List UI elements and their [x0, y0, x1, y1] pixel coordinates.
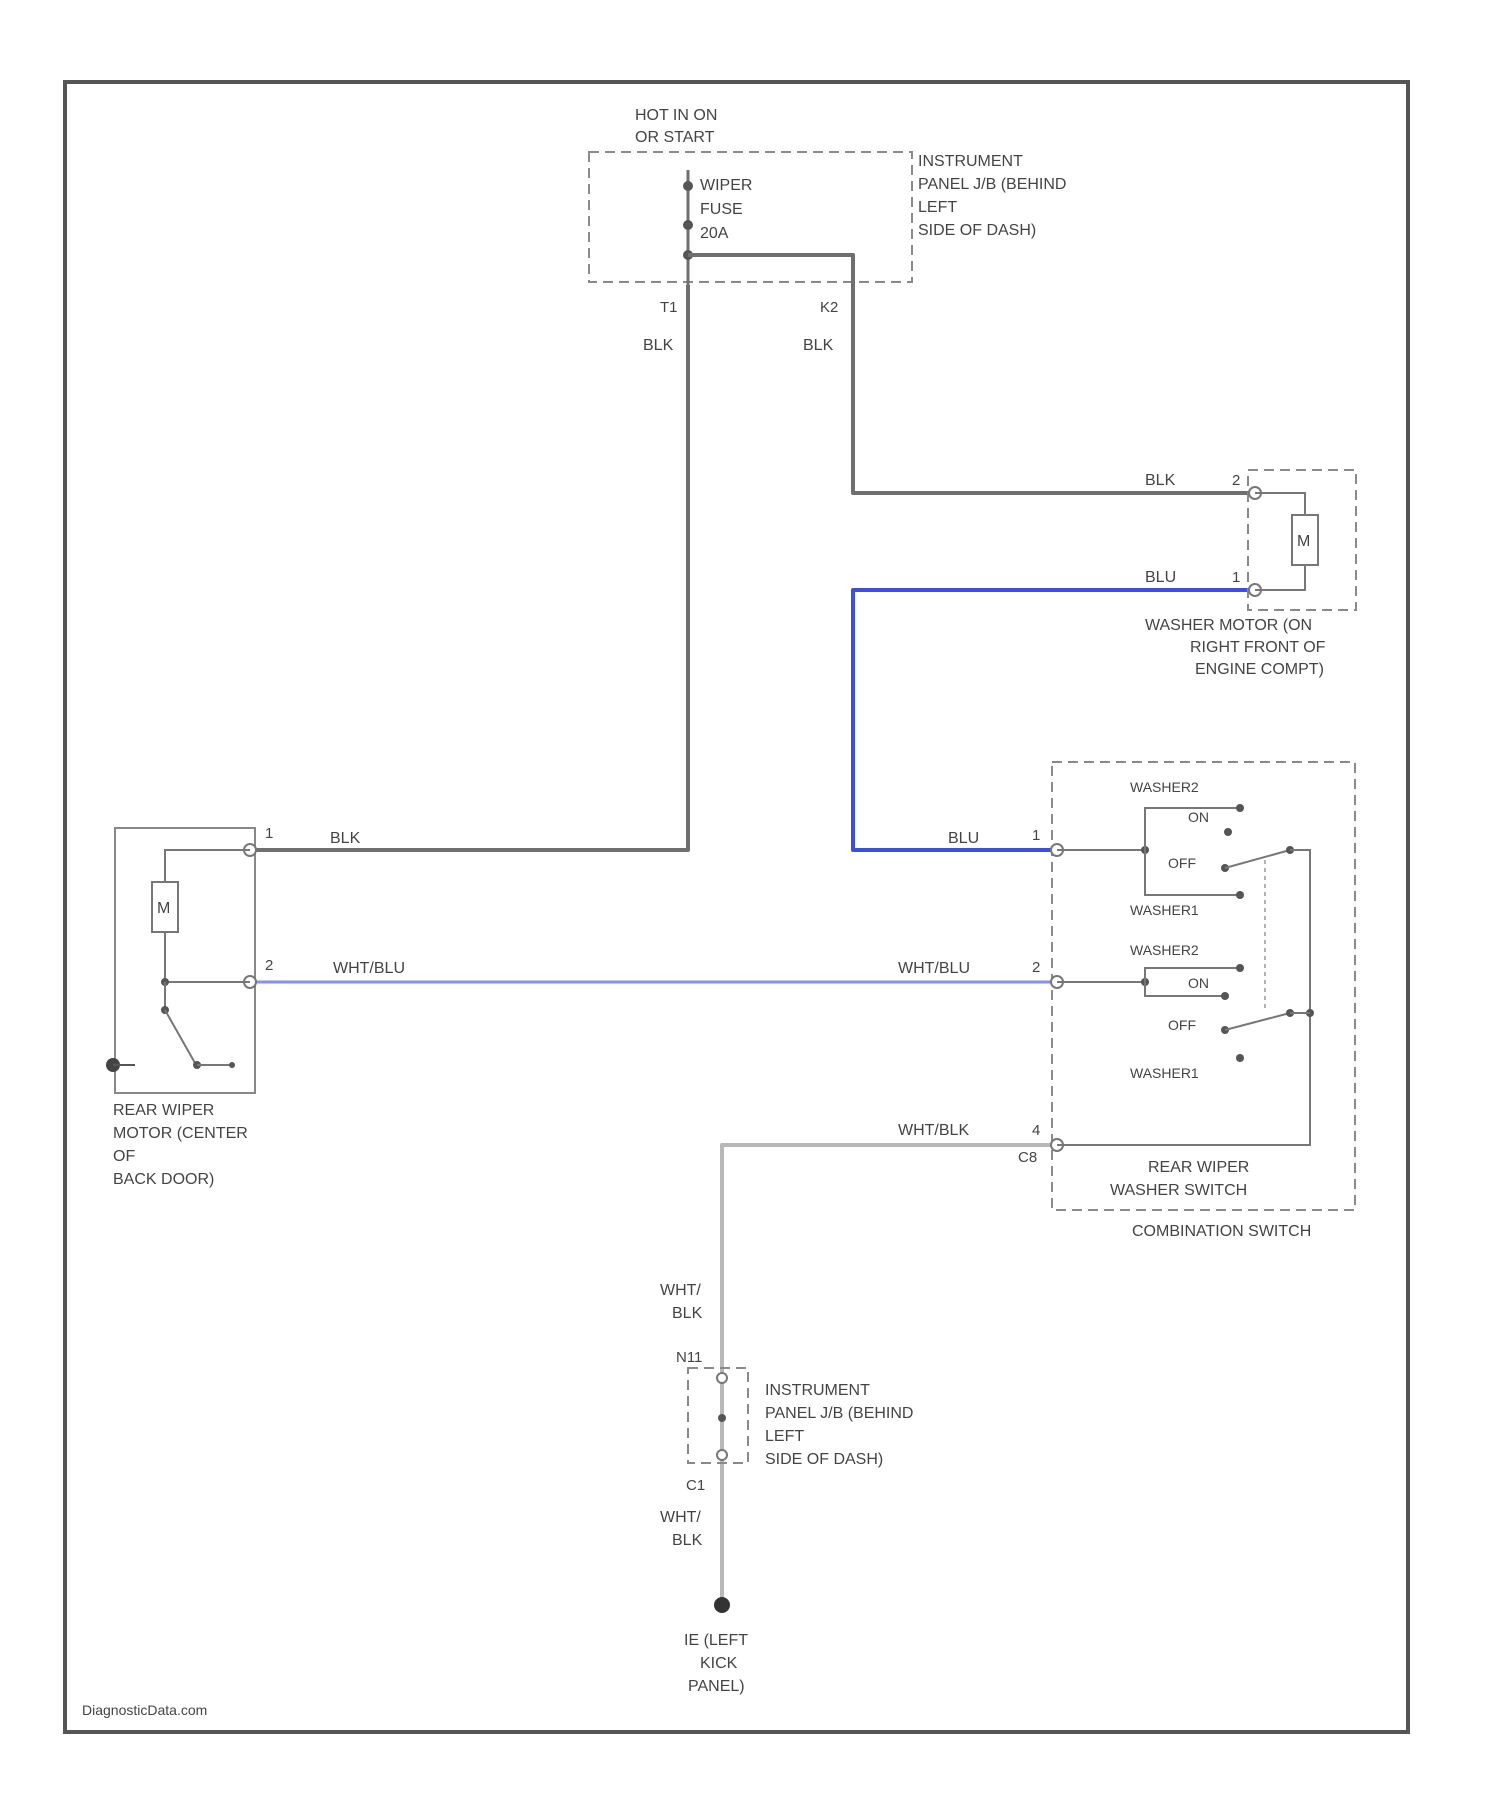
wire-label-blu-switch: BLU [948, 830, 979, 847]
switch-bottom-pos-off: OFF [1168, 1017, 1196, 1033]
switch-pin-4: 4 [1032, 1122, 1040, 1139]
wire-label-blk-2: BLK [803, 337, 834, 354]
watermark: DiagnosticData.com [82, 1702, 207, 1718]
diagram-frame [65, 82, 1408, 1732]
switch-bottom-pos-washer2: WASHER2 [1130, 942, 1199, 958]
wire-label-wht-blu-right: WHT/BLU [898, 960, 970, 977]
switch-pin-1: 1 [1032, 827, 1040, 844]
washer-motor-label-2: RIGHT FRONT OF [1190, 639, 1326, 656]
washer-motor: M 2 1 WASHER MOTOR (ON RIGHT FRONT OF EN… [1145, 470, 1356, 678]
combination-switch: 1 2 4 C8 WASHER2 ON OFF WASHER1 WASH [1018, 762, 1355, 1240]
rear-wiper-motor-label-4: BACK DOOR) [113, 1171, 214, 1188]
fuse-location-line-1: INSTRUMENT [918, 153, 1023, 170]
switch-connector: C8 [1018, 1149, 1037, 1166]
fuse-name: WIPER [700, 177, 752, 194]
wire-label-blk-washer: BLK [1145, 472, 1176, 489]
switch-bottom-pos-washer1: WASHER1 [1130, 1065, 1199, 1081]
rear-wiper-motor-label-1: REAR WIPER [113, 1102, 214, 1119]
switch-top-pos-washer1: WASHER1 [1130, 902, 1199, 918]
rear-wiper-motor-label-2: MOTOR (CENTER [113, 1125, 248, 1142]
switch-pin-2: 2 [1032, 959, 1040, 976]
ground-point: IE (LEFT KICK PANEL) [684, 1597, 748, 1695]
wire-blk-to-rear-wiper [250, 285, 688, 850]
wire-label-blk-rear: BLK [330, 830, 361, 847]
switch-top-pos-off: OFF [1168, 855, 1196, 871]
washer-motor-symbol: M [1297, 533, 1310, 550]
wire-wht-blk [722, 1145, 1057, 1600]
ground-label-2: KICK [700, 1655, 738, 1672]
junction-label-3: LEFT [765, 1428, 804, 1445]
wire-label-wht-blk-b-2: BLK [672, 1532, 703, 1549]
wire-label-blk-1: BLK [643, 337, 674, 354]
switch-top-pos-washer2: WASHER2 [1130, 779, 1199, 795]
fuse-pin-k2: K2 [820, 299, 838, 316]
rear-wiper-motor-symbol: M [157, 900, 170, 917]
switch-bottom-pos-on: ON [1188, 975, 1209, 991]
junction-label-2: PANEL J/B (BEHIND [765, 1405, 913, 1422]
rear-wiper-motor-label-3: OF [113, 1148, 135, 1165]
fuse-supply-line-1: HOT IN ON [635, 107, 717, 124]
switch-outer-label: COMBINATION SWITCH [1132, 1223, 1311, 1240]
junction-pin-n11: N11 [676, 1349, 702, 1366]
washer-motor-pin-2: 2 [1232, 472, 1240, 489]
junction-label-4: SIDE OF DASH) [765, 1451, 883, 1468]
washer-motor-label-1: WASHER MOTOR (ON [1145, 617, 1312, 634]
fuse-label: FUSE [700, 201, 743, 218]
rear-wiper-motor: M 1 2 REAR WIPER MOTOR (CENTER OF BACK D… [106, 825, 273, 1188]
junction-label-1: INSTRUMENT [765, 1382, 870, 1399]
wire-label-blu-washer: BLU [1145, 569, 1176, 586]
rear-wiper-motor-pin-1: 1 [265, 825, 273, 842]
fuse-location-line-4: SIDE OF DASH) [918, 222, 1036, 239]
rear-wiper-motor-pin-2: 2 [265, 957, 273, 974]
fuse-pin-t1: T1 [660, 299, 678, 316]
washer-motor-pin-1: 1 [1232, 569, 1240, 586]
wire-label-wht-blk-b-1: WHT/ [660, 1509, 701, 1526]
wire-label-wht-blk-a-2: BLK [672, 1305, 703, 1322]
fuse-location-line-3: LEFT [918, 199, 957, 216]
fuse-block: HOT IN ON OR START WIPER FUSE 20A INSTRU… [589, 107, 1066, 316]
ground-label-1: IE (LEFT [684, 1632, 748, 1649]
fuse-location-line-2: PANEL J/B (BEHIND [918, 176, 1066, 193]
switch-inner-label-1: REAR WIPER [1148, 1159, 1249, 1176]
wire-label-wht-blk-a-1: WHT/ [660, 1282, 701, 1299]
switch-top-pos-on: ON [1188, 809, 1209, 825]
ground-label-3: PANEL) [688, 1678, 745, 1695]
wire-blk-to-washer-motor [853, 285, 1255, 493]
fuse-supply-line-2: OR START [635, 129, 715, 146]
switch-inner-label-2: WASHER SWITCH [1110, 1182, 1247, 1199]
wire-label-wht-blu-left: WHT/BLU [333, 960, 405, 977]
washer-motor-label-3: ENGINE COMPT) [1195, 661, 1324, 678]
fuse-rating: 20A [700, 225, 729, 242]
wire-label-wht-blk: WHT/BLK [898, 1122, 969, 1139]
junction-pin-c1: C1 [686, 1477, 705, 1494]
junction-block-lower: N11 C1 INSTRUMENT PANEL J/B (BEHIND LEFT… [676, 1349, 913, 1494]
